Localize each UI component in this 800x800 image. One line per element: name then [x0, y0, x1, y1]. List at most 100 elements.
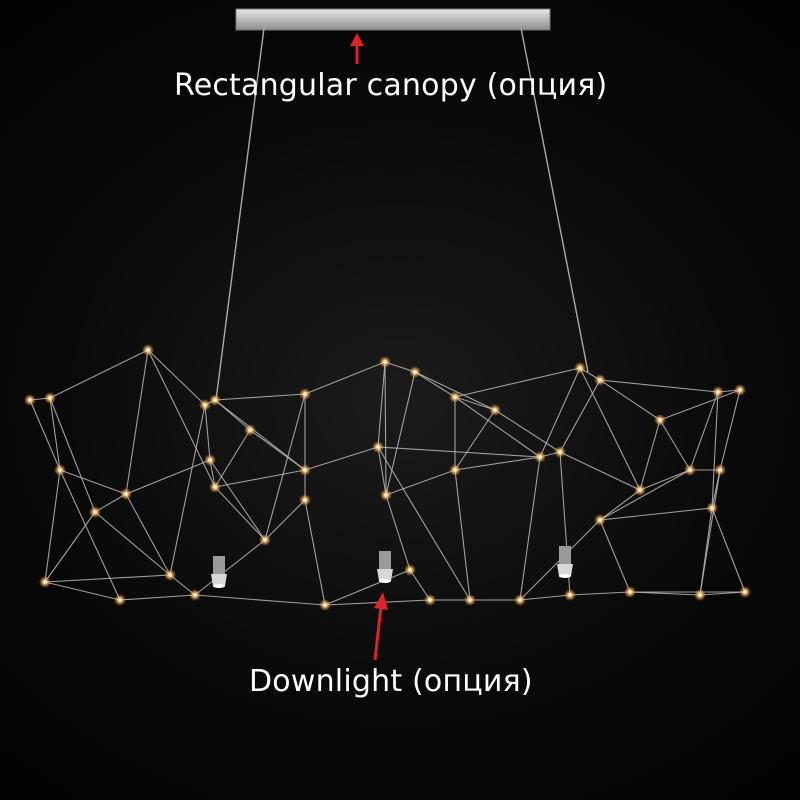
wire-strand — [94, 511, 171, 576]
wire-strand — [689, 391, 719, 471]
wire-strand — [559, 379, 601, 453]
wire-strand — [559, 451, 641, 491]
wire-strand — [454, 396, 496, 411]
bulb — [688, 468, 692, 472]
bulb — [518, 598, 522, 602]
wire-strand — [409, 569, 431, 601]
bulb — [213, 485, 217, 489]
bulb — [658, 418, 662, 422]
wire-strand — [59, 469, 127, 495]
bulb — [453, 468, 457, 472]
wire-strand — [659, 419, 691, 471]
downlight-label: Downlight (опция) — [249, 664, 533, 699]
wire-strand — [304, 446, 379, 471]
bulb — [263, 538, 267, 542]
wire-strand — [194, 594, 326, 606]
bulb — [248, 428, 252, 432]
wire-strand — [699, 591, 746, 596]
bulb — [493, 408, 497, 412]
bulb — [428, 598, 432, 602]
wire-strand — [599, 489, 641, 521]
bulb — [323, 603, 327, 607]
bulb — [453, 395, 457, 399]
bulb — [146, 348, 150, 352]
bulb — [578, 366, 582, 370]
wire-strand — [377, 446, 471, 601]
bulb — [413, 370, 417, 374]
wire-strand — [454, 409, 496, 471]
wire-strand — [659, 389, 741, 421]
wire-strand — [699, 469, 721, 596]
wire-strand — [44, 574, 171, 583]
wire-strand — [264, 499, 306, 541]
bulb — [698, 593, 702, 597]
wire-strand — [599, 469, 691, 521]
wire-strand — [519, 456, 541, 601]
wire-strand — [711, 507, 746, 593]
bulb — [598, 518, 602, 522]
bulb — [213, 398, 217, 402]
wire-strand — [29, 399, 61, 471]
wire-strand — [49, 397, 61, 471]
wire-strand — [569, 591, 631, 596]
bulb — [48, 396, 52, 400]
wire-strand — [599, 507, 713, 521]
bulb — [376, 445, 380, 449]
wire-strand — [539, 367, 581, 458]
wire-strand — [454, 456, 541, 471]
wire-strand — [44, 511, 96, 583]
wire-strand — [147, 349, 206, 406]
bulb — [538, 455, 542, 459]
wire-strand — [49, 349, 149, 399]
wire-strand — [377, 446, 387, 496]
bulb — [468, 598, 472, 602]
downlight-arrow — [373, 592, 388, 661]
bulb — [118, 598, 122, 602]
bulb — [124, 492, 128, 496]
bulb — [638, 488, 642, 492]
wire-strand — [125, 493, 171, 576]
bulb — [710, 506, 714, 510]
wire-strand — [599, 519, 631, 593]
wire-strand — [44, 469, 61, 583]
wire-strand — [719, 389, 741, 471]
wire-strand — [214, 393, 306, 401]
wire-strand — [194, 539, 266, 596]
bulb — [568, 593, 572, 597]
wire-strand — [454, 396, 541, 458]
wire-strand — [385, 371, 416, 496]
wire-strand — [639, 419, 661, 491]
bulb — [303, 468, 307, 472]
wire-strand — [169, 404, 206, 576]
wire-strand — [385, 469, 456, 496]
bulb — [303, 498, 307, 502]
downlight-left — [211, 556, 227, 588]
wire-strand — [209, 459, 266, 541]
downlight-center — [377, 551, 393, 583]
wire-strand — [579, 367, 641, 491]
wire-strand — [44, 581, 121, 601]
wire-strand — [639, 469, 691, 491]
wire-strand — [324, 569, 411, 606]
wire-strand — [519, 594, 571, 601]
suspension-cables — [215, 27, 589, 401]
wire-strand — [629, 591, 701, 596]
wire-strand — [304, 499, 326, 606]
wire-strand — [214, 469, 306, 488]
bulb — [58, 468, 62, 472]
canopy-arrow — [350, 33, 364, 64]
bulb — [193, 593, 197, 597]
bulb-lights — [24, 344, 751, 611]
wire-strand — [384, 361, 387, 496]
wire-strand — [599, 379, 719, 393]
wire-strand — [214, 399, 306, 471]
bulb — [43, 580, 47, 584]
wire-strand — [59, 469, 121, 601]
wire-strand — [214, 486, 266, 541]
bulb — [28, 398, 32, 402]
bulb — [558, 450, 562, 454]
wire-strand — [125, 349, 149, 495]
wire-strand — [711, 391, 719, 509]
